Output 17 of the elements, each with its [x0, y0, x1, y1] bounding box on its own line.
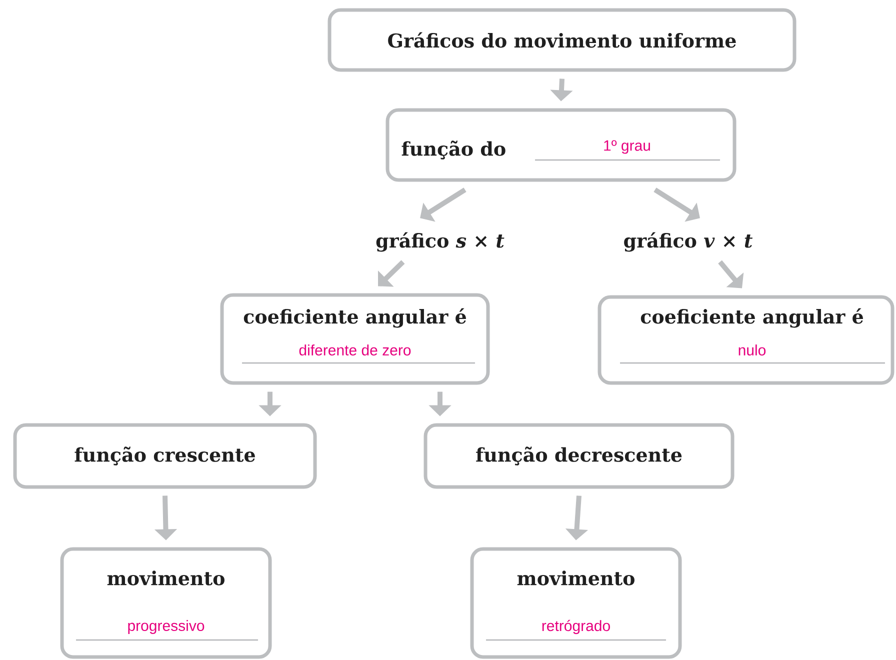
arrow — [420, 188, 466, 222]
fill-in-line: 1º grau — [534, 140, 720, 160]
concept-box: função crescente — [13, 423, 317, 489]
fill-in-line: diferente de zero — [242, 344, 476, 364]
fill-in-line: nulo — [620, 344, 886, 364]
concept-box: função do 1º grau — [386, 108, 736, 182]
concept-box: movimento progressivo — [60, 547, 272, 659]
concept-box: função decrescente — [424, 423, 734, 489]
fill-in-line: retrógrado — [486, 620, 666, 640]
concept-box: coeficiente angular é diferente de zero — [220, 293, 490, 385]
concept-box: coeficiente angular é nulo — [598, 295, 894, 385]
concept-box: movimento retrógrado — [470, 547, 682, 659]
arrow — [718, 260, 744, 288]
fill-in-line: progressivo — [76, 620, 258, 640]
branch-label: gráfico v × t — [624, 232, 753, 252]
branch-label: gráfico s × t — [376, 232, 504, 252]
concept-box: Gráficos do movimento uniforme — [328, 8, 796, 72]
